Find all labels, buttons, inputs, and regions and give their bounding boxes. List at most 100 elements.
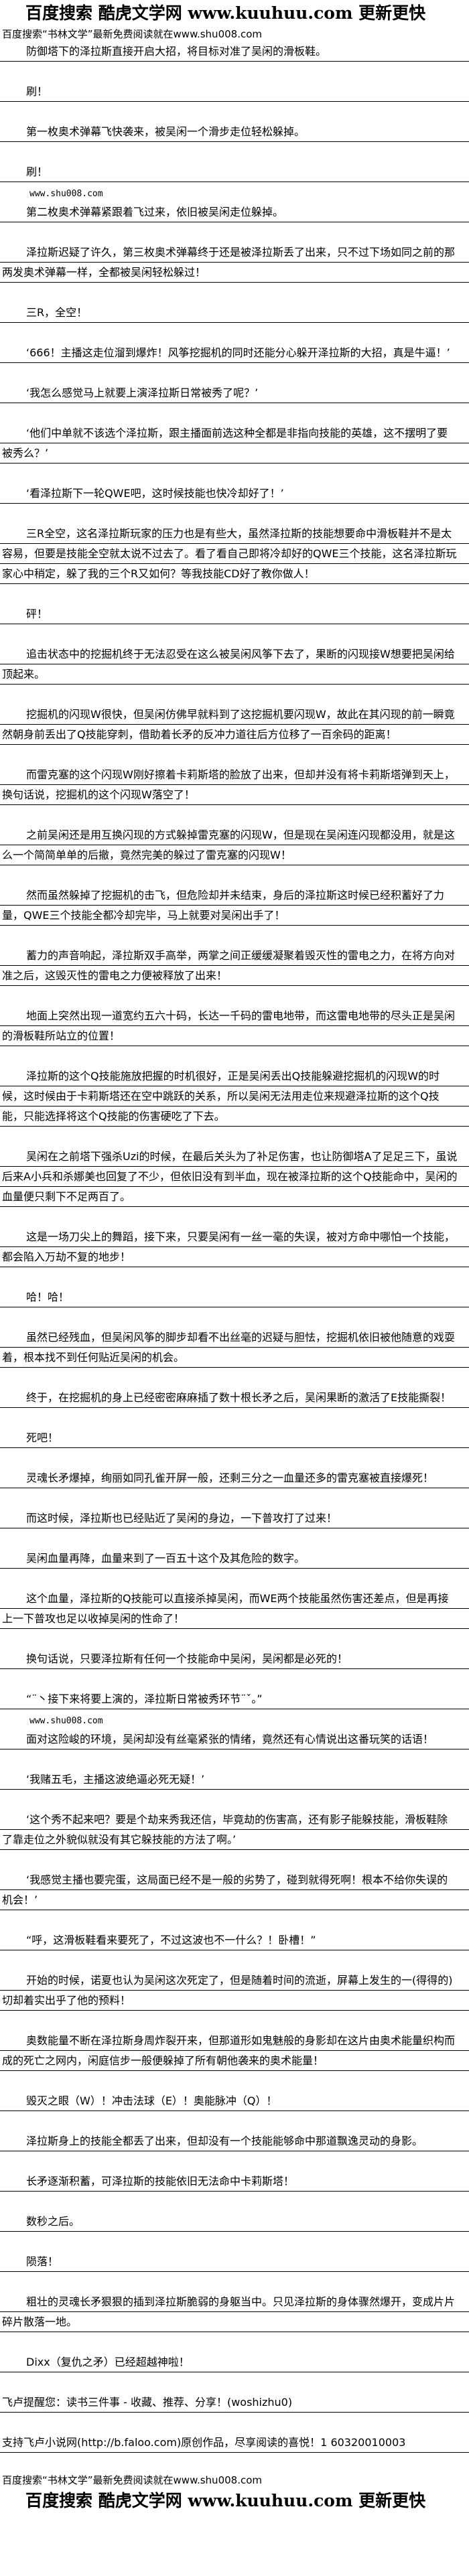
paragraph-text: 之前吴闲还是用互换闪现的方式躲掉雷克塞的闪现W，但是现在吴闲连闪现都没用，就是这… — [2, 829, 455, 861]
paragraph-text: 刷！ — [26, 165, 48, 178]
paragraph: 泽拉斯迟疑了许久，第三枚奥术弹幕终于还是被泽拉斯丢了出来，只不过下场如同之前的那… — [0, 242, 469, 283]
paragraph: 这个血量，泽拉斯的Q技能可以直接杀掉吴闲，而WE两个技能虽然伤害还差点，但是再接… — [0, 1589, 469, 1629]
paragraph: 支持飞卢小说网(http://b.faloo.com)原创作品，尽享阅读的喜悦！… — [0, 2433, 469, 2453]
paragraph-text: 追击状态中的挖掘机终于无法忍受在这么被吴闲风筝下去了，果断的闪现接W想要把吴闲给… — [2, 648, 455, 681]
paragraph-text: 蓄力的声音响起，泽拉斯双手高举，两掌之间正缓缓凝聚着毁灭性的雷电之力，在将方向对… — [2, 949, 456, 982]
paragraph-text: ‘看泽拉斯下一轮QWE吧，这时候技能也快冷却好了！’ — [26, 487, 284, 500]
paragraph-text: 泽拉斯身上的技能全都丢了出来，但却没有一个技能能够命中那道飘逸灵动的身影。 — [26, 2135, 423, 2147]
paragraph-text: 泽拉斯迟疑了许久，第三枚奥术弹幕终于还是被泽拉斯丢了出来，只不过下场如同之前的那… — [2, 246, 456, 279]
paragraph-text: ‘我赌五毛，主播这波绝逼必死无疑！’ — [26, 1773, 205, 1786]
paragraph: 吴闲在之前塔下强杀Uzi的时候，在最后关头为了补足伤害，也让防御塔A了足足三下，… — [0, 1147, 469, 1207]
paragraph: 三R全空，这名泽拉斯玩家的压力也是有些大，虽然泽拉斯的技能想要命中滑板鞋并不是太… — [0, 524, 469, 584]
paragraph: Dixx（复仇之矛）已经超越神啦！ — [0, 2352, 469, 2372]
paragraph-text: 防御塔下的泽拉斯直接开启大招，将目标对准了吴闲的滑板鞋。 — [26, 45, 327, 58]
paragraph-text: 这是一场刀尖上的舞蹈，接下来，只要吴闲有一丝一毫的失误，被对方命中哪怕一个技能，… — [2, 1230, 456, 1263]
paragraph: ‘我怎么感觉马上就要上演泽拉斯日常被秀了呢？’ — [0, 383, 469, 403]
paragraph-text: 开始的时候，诺夏也认为吴闲这次死定了，但是随着时间的流逝，屏幕上发生的一(得得的… — [2, 1974, 453, 2007]
paragraph: 这是一场刀尖上的舞蹈，接下来，只要吴闲有一丝一毫的失误，被对方命中哪怕一个技能，… — [0, 1227, 469, 1267]
paragraph-text: 灵魂长矛爆掉，绚丽如同孔雀开屏一般，还剩三分之一血量还多的雷克塞被直接爆死！ — [26, 1472, 434, 1484]
paragraph-text: 吴闲血量再降，血量来到了一百五十这个及其危险的数字。 — [26, 1552, 306, 1565]
paragraph: 死吧！ — [0, 1428, 469, 1448]
paragraph-text: 第一枚奥术弹幕飞快袭来，被吴闲一个滑步走位轻松躲掉。 — [26, 125, 306, 138]
paragraph-text: ‘这个秀不起来吧？要是个劫来秀我还信，毕竟劫的伤害高，还有影子能躲技能，滑板鞋除… — [2, 1813, 448, 1846]
paragraph-text: “¨丶接下来将要上演的，泽拉斯日常被秀环节¨ˇ。” — [26, 1693, 263, 1705]
paragraph-text: 哈！哈！ — [26, 1291, 70, 1303]
paragraph: 粗壮的灵魂长矛狠狠的插到泽拉斯脆弱的身躯当中。只见泽拉斯的身体骤然爆开，变成片片… — [0, 2292, 469, 2332]
paragraph-text: 终于，在挖掘机的身上已经密密麻麻插了数十根长矛之后，吴闲果断的激活了E技能撕裂！ — [26, 1391, 452, 1404]
paragraph: www.shu008.com 面对这险峻的环境，吴闲却没有丝毫紧张的情绪，竟然还有… — [0, 1716, 469, 1749]
paragraph: 虽然已经残血，但吴闲风筝的脚步却看不出丝毫的迟疑与胆怯，挖掘机依旧被他随意的戏耍… — [0, 1328, 469, 1368]
paragraph: 飞卢提醒您：读书三件事 - 收藏、推荐、分享！(woshizhu0) — [0, 2392, 469, 2413]
watermark-url: www.shu008.com — [29, 1716, 103, 1726]
paragraph: 刷！ — [0, 162, 469, 182]
paragraph-text: 第二枚奥术弹幕紧跟着飞过来，依旧被吴闲走位躲掉。 — [26, 206, 284, 218]
paragraph-text: ‘我怎么感觉马上就要上演泽拉斯日常被秀了呢？’ — [26, 386, 259, 399]
paragraph: 然而虽然躲掉了挖掘机的击飞，但危险却并未结束，身后的泽拉斯这时候已经积蓄好了力量… — [0, 885, 469, 926]
paragraph-text: 换句话说，只要泽拉斯有任何一个技能命中吴闲，吴闲都是必死的！ — [26, 1652, 348, 1665]
paragraph: 换句话说，只要泽拉斯有任何一个技能命中吴闲，吴闲都是必死的！ — [0, 1649, 469, 1669]
paragraph-text: 支持飞卢小说网(http://b.faloo.com)原创作品，尽享阅读的喜悦！… — [2, 2436, 406, 2449]
paragraph-text: 泽拉斯的这个Q技能施放把握的时机很好，正是吴闲丢出Q技能躲避挖掘机的闪现W的时候… — [2, 1070, 440, 1123]
paragraph: ‘我感觉主播也要完蛋，这局面已经不是一般的劣势了，碰到就得死啊！根本不给你失误的… — [0, 1870, 469, 1910]
paragraph-text: 陨落！ — [26, 2255, 59, 2268]
paragraph: 地面上突然出现一道宽约五六十码，长达一千码的雷电地带，而这雷电地带的尽头正是吴闲… — [0, 1006, 469, 1046]
paragraph: ‘看泽拉斯下一轮QWE吧，这时候技能也快冷却好了！’ — [0, 484, 469, 504]
paragraph-text: 飞卢提醒您：读书三件事 - 收藏、推荐、分享！(woshizhu0) — [2, 2396, 293, 2409]
paragraph: 挖掘机的闪现W很快，但吴闲仿佛早就料到了这挖掘机要闪现W，故此在其闪现的前一瞬竟… — [0, 705, 469, 745]
paragraph-text: 虽然已经残血，但吴闲风筝的脚步却看不出丝毫的迟疑与胆怯，挖掘机依旧被他随意的戏耍… — [2, 1331, 456, 1364]
paragraph-text: 而这时候，泽拉斯也已经贴近了吴闲的身边，一下普攻打了过来！ — [26, 1512, 338, 1524]
paragraph: 长矛逐渐积蓄，可泽拉斯的技能依旧无法命中卡莉斯塔！ — [0, 2171, 469, 2192]
paragraph-text: 这个血量，泽拉斯的Q技能可以直接杀掉吴闲，而WE两个技能虽然伤害还差点，但是再接… — [2, 1592, 449, 1625]
paragraph: 之前吴闲还是用互换闪现的方式躲掉雷克塞的闪现W，但是现在吴闲连闪现都没用，就是这… — [0, 825, 469, 865]
paragraph: 终于，在挖掘机的身上已经密密麻麻插了数十根长矛之后，吴闲果断的激活了E技能撕裂！ — [0, 1388, 469, 1408]
paragraph-text: 粗壮的灵魂长矛狠狠的插到泽拉斯脆弱的身躯当中。只见泽拉斯的身体骤然爆开，变成片片… — [2, 2295, 456, 2328]
paragraph: 防御塔下的泽拉斯直接开启大招，将目标对准了吴闲的滑板鞋。 — [0, 42, 469, 62]
paragraph: 刷！ — [0, 82, 469, 102]
paragraph: ‘我赌五毛，主播这波绝逼必死无疑！’ — [0, 1770, 469, 1790]
paragraph: 毁灭之眼（W）！冲击法球（E）！奥能脉冲（Q）！ — [0, 2091, 469, 2111]
paragraph: 数秒之后。 — [0, 2212, 469, 2232]
paragraph: 陨落！ — [0, 2252, 469, 2272]
footer-site-notice: 百度搜索“书林文学”最新免费阅读就在www.shu008.com — [2, 2474, 263, 2486]
paragraph: 追击状态中的挖掘机终于无法忍受在这么被吴闲风筝下去了，果断的闪现接W想要把吴闲给… — [0, 644, 469, 685]
paragraph: 开始的时候，诺夏也认为吴闲这次死定了，但是随着时间的流逝，屏幕上发生的一(得得的… — [0, 1971, 469, 2011]
paragraph: 哈！哈！ — [0, 1287, 469, 1307]
paragraph: ‘他们中单就不该选个泽拉斯，跟主播面前选这种全都是非指向技能的英雄，这不摆明了要… — [0, 423, 469, 463]
paragraph: www.shu008.com 第二枚奥术弹幕紧跟着飞过来，依旧被吴闲走位躲掉。 — [0, 189, 469, 222]
site-logo-banner: 百度搜索 酷虎文学网 www.kuuhuu.com 更新更快 — [25, 3, 426, 23]
paragraph-text: 然而虽然躲掉了挖掘机的击飞，但危险却并未结束，身后的泽拉斯这时候已经积蓄好了力量… — [2, 889, 445, 922]
paragraph-text: 刷！ — [26, 85, 48, 98]
footer-logo-banner: 百度搜索 酷虎文学网 www.kuuhuu.com 更新更快 — [25, 2491, 426, 2510]
paragraph-text: 而雷克塞的这个闪现W刚好擦着卡莉斯塔的脸放了出来，但却并没有将卡莉斯塔弹到天上，… — [2, 768, 455, 801]
site-notice: 百度搜索“书林文学”最新免费阅读就在www.shu008.com — [2, 28, 263, 40]
paragraph: 奥数能量不断在泽拉斯身周炸裂开来，但那道形如鬼魅般的身影却在这片由奥术能量织构而… — [0, 2031, 469, 2071]
paragraph-text: ‘我感觉主播也要完蛋，这局面已经不是一般的劣势了，碰到就得死啊！根本不给你失误的… — [2, 1873, 448, 1906]
paragraph-text: 砰！ — [26, 607, 48, 620]
paragraph: 吴闲血量再降，血量来到了一百五十这个及其危险的数字。 — [0, 1549, 469, 1569]
paragraph-text: 三R，全空！ — [26, 306, 88, 319]
paragraph-text: 面对这险峻的环境，吴闲却没有丝毫紧张的情绪，竟然还有心情说出这番玩笑的话语！ — [26, 1733, 434, 1745]
paragraph: ‘666！主播这走位溜到爆炸！风筝挖掘机的同时还能分心躲开泽拉斯的大招，真是牛逼… — [0, 343, 469, 363]
paragraph-text: 吴闲在之前塔下强杀Uzi的时候，在最后关头为了补足伤害，也让防御塔A了足足三下，… — [2, 1150, 458, 1203]
paragraph-text: 长矛逐渐积蓄，可泽拉斯的技能依旧无法命中卡莉斯塔！ — [26, 2175, 295, 2188]
paragraph-text: 奥数能量不断在泽拉斯身周炸裂开来，但那道形如鬼魅般的身影却在这片由奥术能量织构而… — [2, 2034, 456, 2067]
paragraph-text: 三R全空，这名泽拉斯玩家的压力也是有些大，虽然泽拉斯的技能想要命中滑板鞋并不是太… — [2, 527, 457, 580]
paragraph-text: ‘他们中单就不该选个泽拉斯，跟主播面前选这种全都是非指向技能的英雄，这不摆明了要… — [2, 427, 448, 459]
watermark-url: www.shu008.com — [29, 189, 103, 199]
paragraph: 泽拉斯的这个Q技能施放把握的时机很好，正是吴闲丢出Q技能躲避挖掘机的闪现W的时候… — [0, 1066, 469, 1127]
paragraph: 而这时候，泽拉斯也已经贴近了吴闲的身边，一下普攻打了过来！ — [0, 1508, 469, 1528]
paragraph: 泽拉斯身上的技能全都丢了出来，但却没有一个技能能够命中那道飘逸灵动的身影。 — [0, 2131, 469, 2151]
paragraph: 灵魂长矛爆掉，绚丽如同孔雀开屏一般，还剩三分之一血量还多的雷克塞被直接爆死！ — [0, 1468, 469, 1488]
paragraph-text: Dixx（复仇之矛）已经超越神啦！ — [26, 2356, 190, 2368]
paragraph: “¨丶接下来将要上演的，泽拉斯日常被秀环节¨ˇ。” — [0, 1689, 469, 1709]
paragraph-text: 数秒之后。 — [26, 2215, 80, 2228]
chapter-content: 防御塔下的泽拉斯直接开启大招，将目标对准了吴闲的滑板鞋。刷！ 第一枚奥术弹幕飞快袭… — [0, 42, 469, 2453]
paragraph: 而雷克塞的这个闪现W刚好擦着卡莉斯塔的脸放了出来，但却并没有将卡莉斯塔弹到天上，… — [0, 765, 469, 805]
paragraph: “呼，这滑板鞋看来要死了，不过这波也不一什么？！卧槽！” — [0, 1930, 469, 1950]
paragraph: 砰！ — [0, 604, 469, 624]
paragraph-text: 地面上突然出现一道宽约五六十码，长达一千码的雷电地带，而这雷电地带的尽头正是吴闲… — [2, 1009, 456, 1042]
paragraph-text: 挖掘机的闪现W很快，但吴闲仿佛早就料到了这挖掘机要闪现W，故此在其闪现的前一瞬竟… — [2, 708, 455, 741]
paragraph: ‘这个秀不起来吧？要是个劫来秀我还信，毕竟劫的伤害高，还有影子能躲技能，滑板鞋除… — [0, 1810, 469, 1850]
paragraph: 蓄力的声音响起，泽拉斯双手高举，两掌之间正缓缓凝聚着毁灭性的雷电之力，在将方向对… — [0, 946, 469, 986]
paragraph-text: 死吧！ — [26, 1431, 59, 1444]
